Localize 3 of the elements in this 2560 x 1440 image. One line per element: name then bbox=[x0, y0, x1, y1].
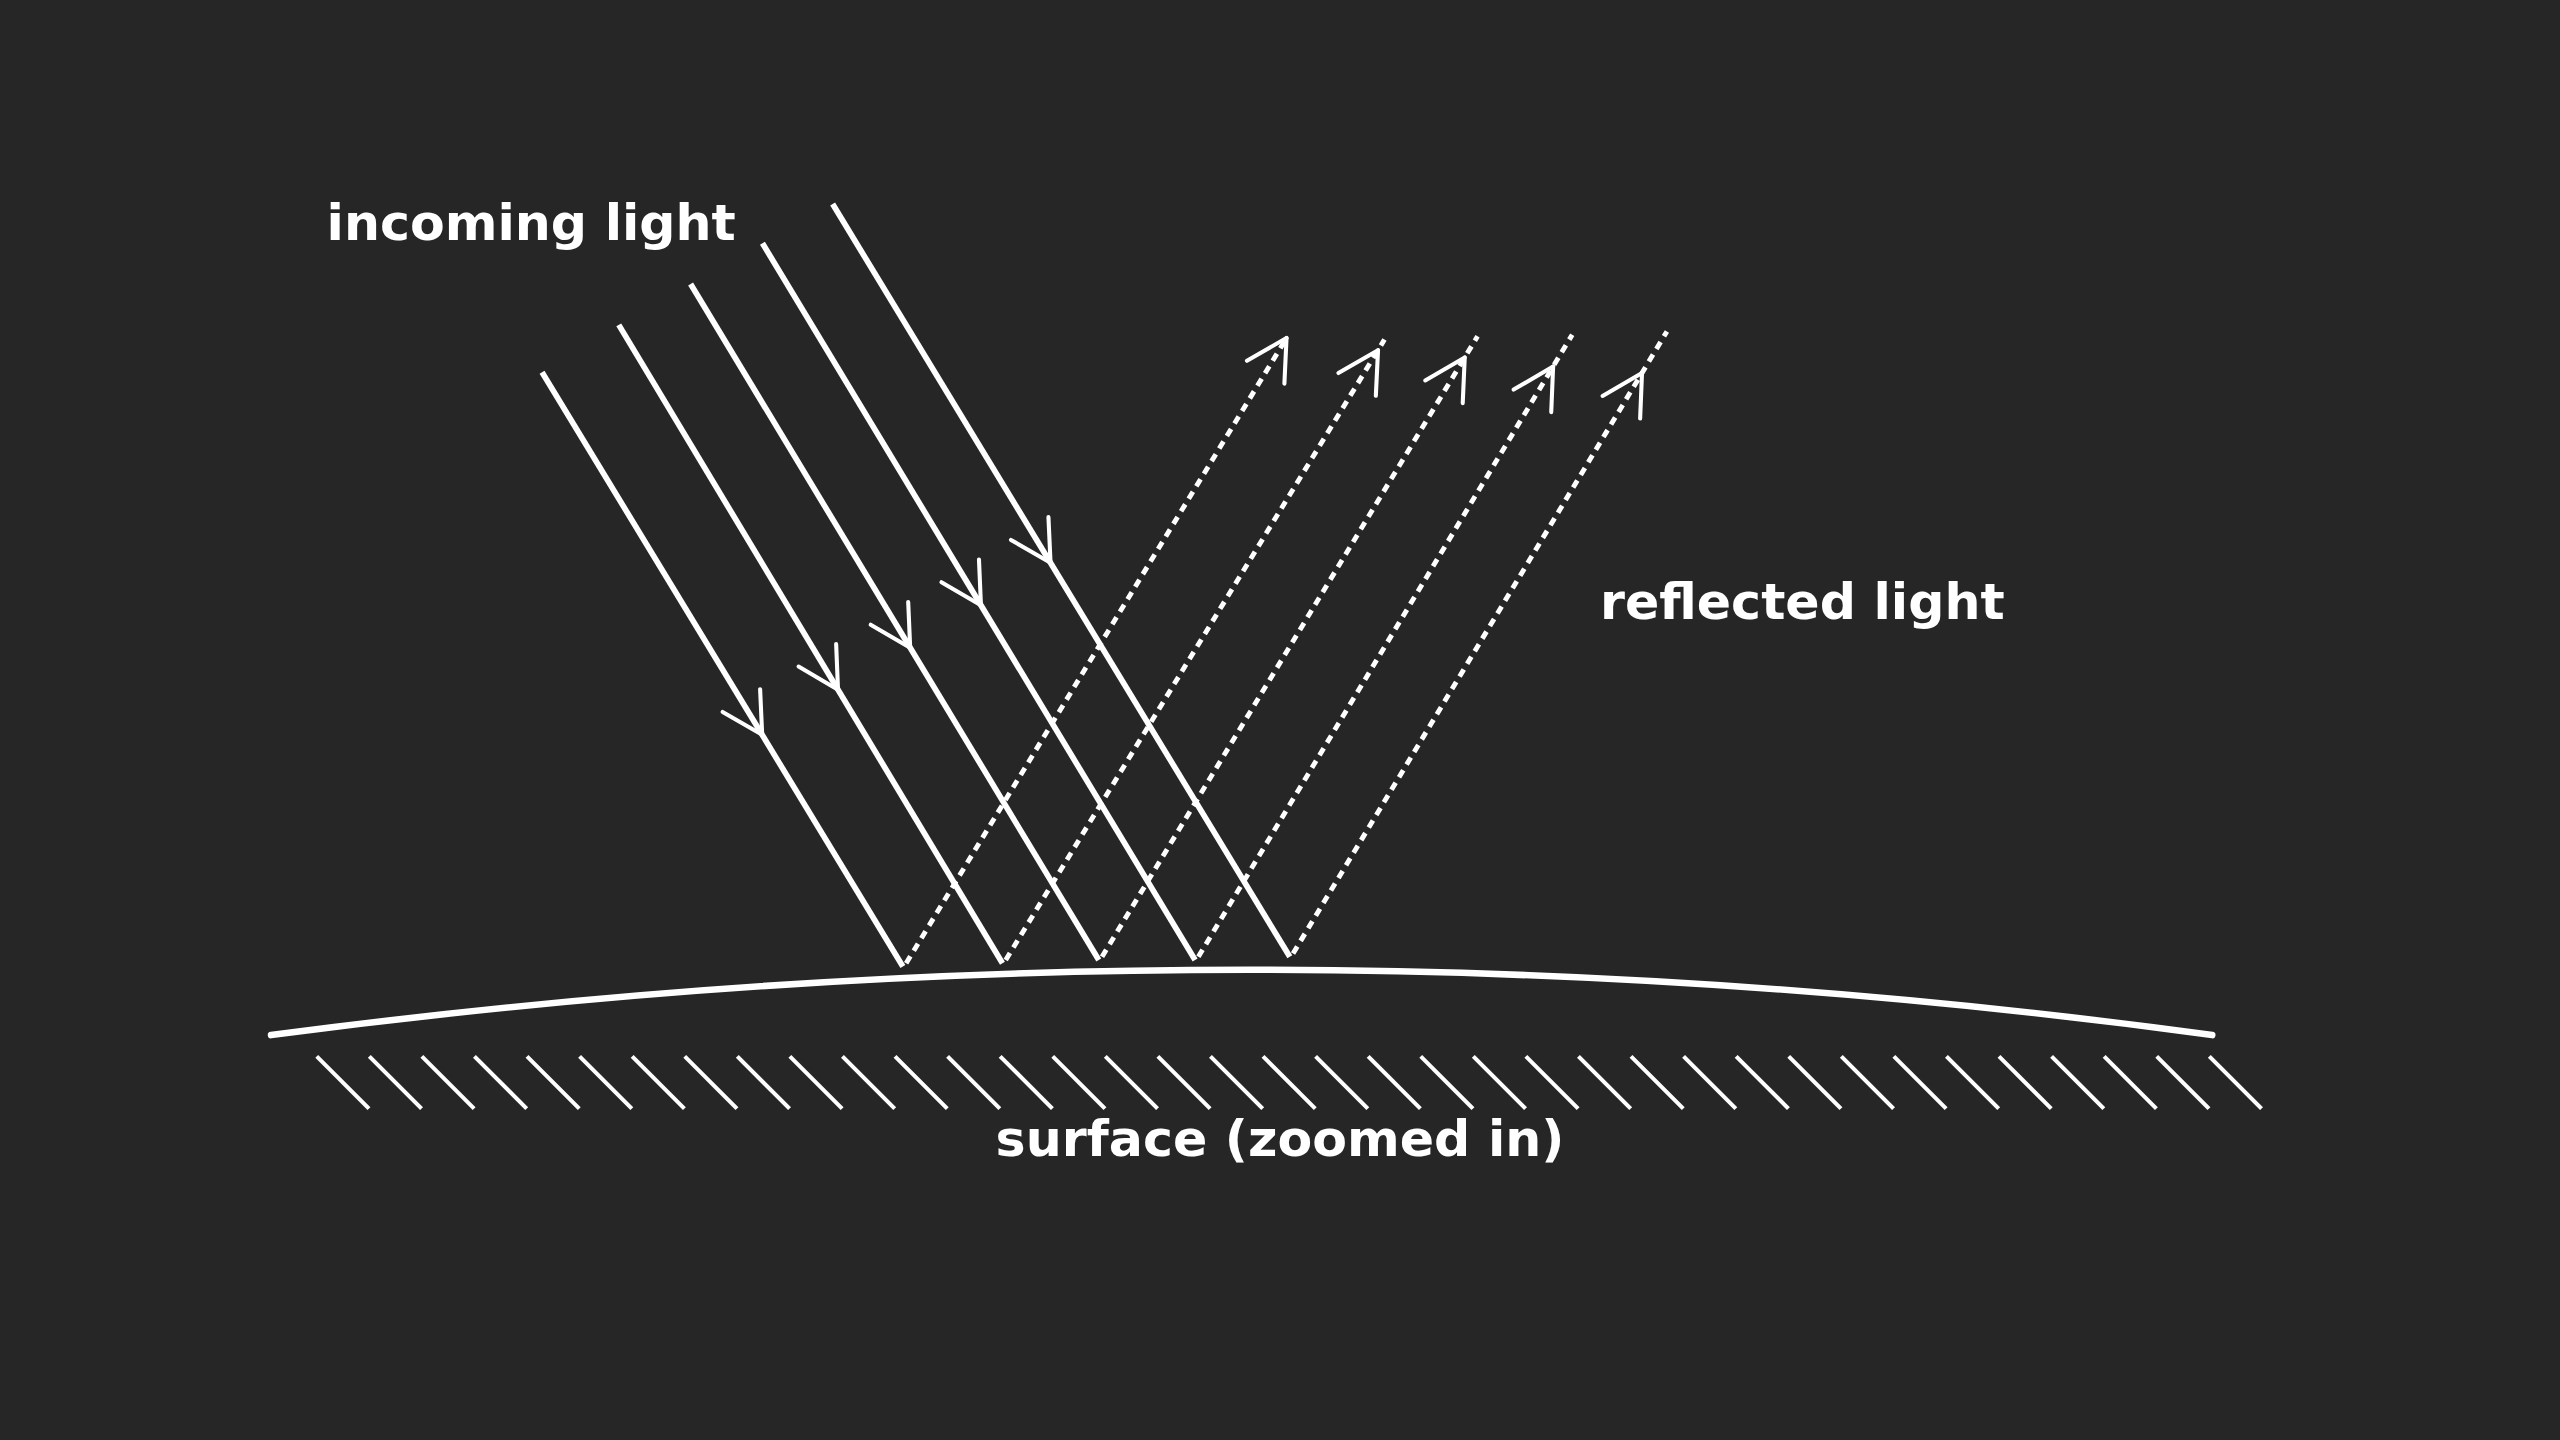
caption-text: surface (zoomed in) bbox=[995, 1108, 1565, 1170]
caption-text: reflected light bbox=[1600, 571, 2005, 633]
caption-text: incoming light bbox=[326, 192, 736, 254]
